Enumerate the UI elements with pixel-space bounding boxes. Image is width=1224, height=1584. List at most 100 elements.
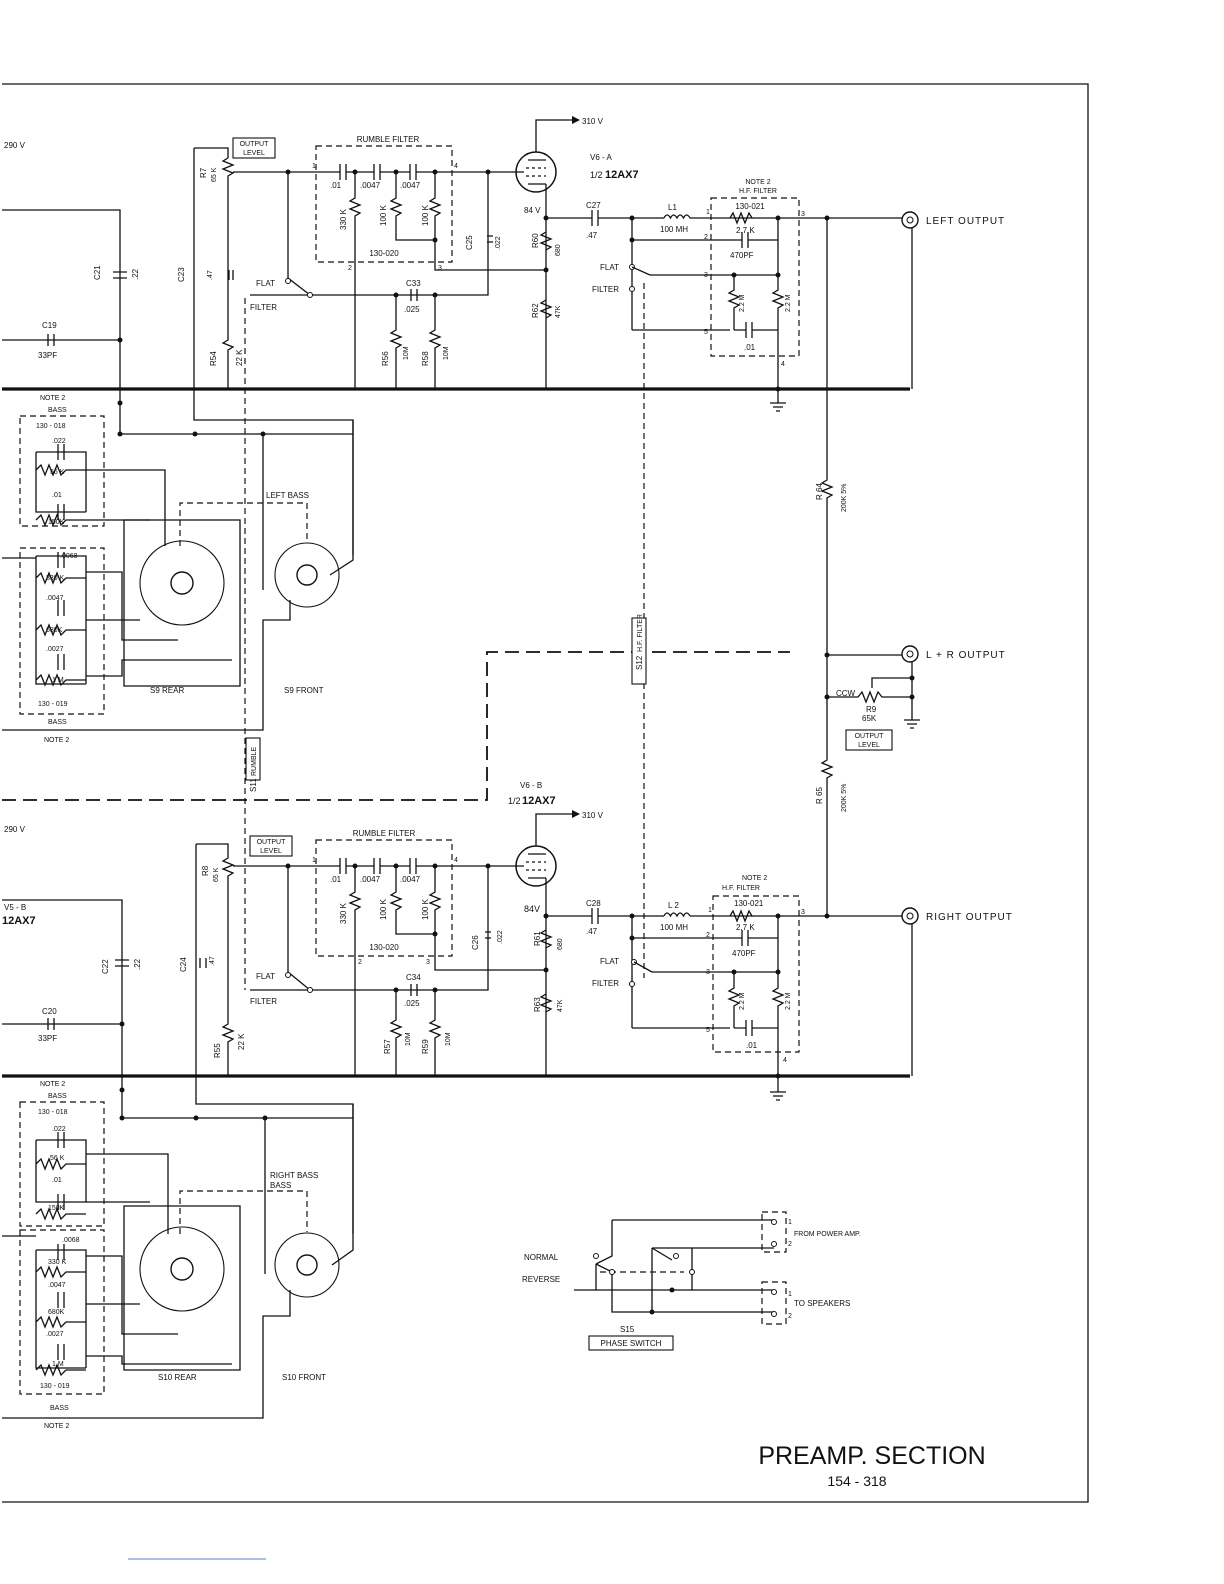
r57-r59-resistors bbox=[389, 990, 442, 1076]
svg-text:100 K: 100 K bbox=[421, 898, 430, 920]
svg-text:3: 3 bbox=[706, 969, 710, 976]
svg-text:FILTER: FILTER bbox=[250, 303, 277, 312]
svg-text:OUTPUT: OUTPUT bbox=[855, 733, 885, 740]
svg-text:56 K: 56 K bbox=[50, 1155, 65, 1162]
svg-text:310 V: 310 V bbox=[582, 811, 604, 820]
svg-text:.01: .01 bbox=[330, 875, 342, 884]
svg-text:2.2 M: 2.2 M bbox=[785, 294, 792, 312]
from-power-amp-label: FROM POWER AMP. bbox=[794, 1231, 861, 1238]
c25-capacitor bbox=[487, 235, 493, 243]
svg-text:12AX7: 12AX7 bbox=[522, 795, 556, 807]
hf-2m-resistors-right bbox=[652, 916, 785, 1076]
svg-text:1/2: 1/2 bbox=[508, 796, 521, 806]
right-output-level-box bbox=[249, 835, 293, 857]
svg-text:130-021: 130-021 bbox=[735, 202, 765, 211]
svg-text:5: 5 bbox=[704, 329, 708, 336]
s10-rear-label: S10 REAR bbox=[158, 1373, 197, 1382]
ganged-link-path bbox=[2, 651, 790, 801]
mix-section: R 64 200K 5% R 65 200K 5% L + R OUTPUT C… bbox=[815, 218, 1006, 914]
svg-text:470PF: 470PF bbox=[730, 251, 754, 260]
c19-capacitor bbox=[47, 334, 55, 346]
svg-text:.0047: .0047 bbox=[46, 595, 64, 602]
s9-front-label: S9 FRONT bbox=[284, 686, 324, 695]
svg-text:10M: 10M bbox=[405, 1032, 412, 1046]
svg-text:150K: 150K bbox=[48, 1205, 65, 1212]
c19-label: C19 bbox=[42, 321, 57, 330]
svg-text:BASS: BASS bbox=[50, 1405, 69, 1412]
svg-text:4: 4 bbox=[454, 163, 458, 170]
svg-text:680: 680 bbox=[555, 244, 562, 256]
left-rumble-filter-block bbox=[315, 145, 453, 263]
l1-inductor bbox=[663, 214, 691, 220]
svg-text:S15: S15 bbox=[620, 1325, 635, 1334]
svg-text:310 V: 310 V bbox=[582, 117, 604, 126]
s9-rear-wafer-icon bbox=[139, 540, 225, 626]
svg-text:BASS: BASS bbox=[48, 407, 67, 414]
svg-text:V5 - B: V5 - B bbox=[4, 903, 26, 912]
left-rumble-filter-label: RUMBLE FILTER bbox=[357, 135, 420, 144]
c26-capacitor bbox=[485, 931, 491, 939]
sheet-border bbox=[2, 83, 1089, 1503]
svg-text:84 V: 84 V bbox=[524, 206, 541, 215]
svg-text:33PF: 33PF bbox=[38, 1034, 57, 1043]
svg-text:1: 1 bbox=[312, 857, 316, 864]
svg-text:1 M: 1 M bbox=[52, 1361, 64, 1368]
s9-rear-label: S9 REAR bbox=[150, 686, 184, 695]
svg-text:V6 - B: V6 - B bbox=[520, 781, 542, 790]
svg-text:C28: C28 bbox=[586, 899, 601, 908]
svg-text:R63: R63 bbox=[533, 997, 542, 1012]
svg-text:.0068: .0068 bbox=[60, 553, 78, 560]
svg-text:1: 1 bbox=[788, 1219, 792, 1226]
svg-text:S11: S11 bbox=[249, 778, 258, 792]
normal-position-label: NORMAL bbox=[524, 1253, 559, 1262]
svg-text:BASS: BASS bbox=[48, 719, 67, 726]
svg-text:1: 1 bbox=[312, 163, 316, 170]
svg-text:R57: R57 bbox=[383, 1039, 392, 1054]
svg-text:R61: R61 bbox=[533, 931, 542, 946]
left-bass-block-018 bbox=[19, 415, 105, 527]
svg-text:.0047: .0047 bbox=[400, 181, 421, 190]
svg-text:2.2 M: 2.2 M bbox=[739, 992, 746, 1010]
svg-text:2.2 M: 2.2 M bbox=[739, 294, 746, 312]
right-hf-filter-block bbox=[712, 895, 800, 1053]
svg-text:R62: R62 bbox=[531, 303, 540, 318]
s10-front-wafer-icon bbox=[274, 1232, 340, 1298]
lr-output-label: L + R OUTPUT bbox=[926, 650, 1006, 661]
hf-2m-resistors-left bbox=[650, 218, 785, 389]
svg-text:C33: C33 bbox=[406, 279, 421, 288]
svg-text:R54: R54 bbox=[209, 351, 218, 366]
svg-text:FLAT: FLAT bbox=[256, 279, 275, 288]
svg-text:10M: 10M bbox=[403, 346, 410, 360]
hf-resistor-left bbox=[729, 211, 753, 225]
svg-text:R8: R8 bbox=[201, 865, 210, 876]
c28-l2-wiring bbox=[546, 908, 912, 924]
svg-text:200K 5%: 200K 5% bbox=[841, 784, 848, 812]
svg-text:L1: L1 bbox=[668, 203, 677, 212]
phase-switch-label-box bbox=[588, 1335, 674, 1351]
svg-text:C26: C26 bbox=[471, 935, 480, 950]
hf-wiring-left bbox=[631, 218, 778, 331]
svg-text:NOTE 2: NOTE 2 bbox=[742, 875, 767, 882]
svg-text:R55: R55 bbox=[213, 1043, 222, 1058]
svg-text:.01: .01 bbox=[330, 181, 342, 190]
r9-pot-wiring bbox=[827, 654, 920, 729]
svg-text:R9: R9 bbox=[866, 705, 877, 714]
svg-text:130 - 019: 130 - 019 bbox=[40, 1383, 70, 1390]
svg-text:.025: .025 bbox=[404, 999, 420, 1008]
svg-text:.0027: .0027 bbox=[46, 1331, 64, 1338]
svg-text:1/2: 1/2 bbox=[590, 170, 603, 180]
r56-r58-resistors bbox=[389, 295, 442, 389]
svg-text:H.F. FILTER: H.F. FILTER bbox=[722, 885, 760, 892]
svg-text:12AX7: 12AX7 bbox=[2, 915, 36, 927]
s10-shaft-link bbox=[179, 1190, 308, 1234]
c22-capacitor bbox=[115, 959, 129, 967]
svg-text:22 K: 22 K bbox=[235, 349, 244, 366]
svg-text:65 K: 65 K bbox=[213, 867, 220, 882]
phase-switch-section: 1 2 1 2 FROM POWER AMP. TO SPEAKERS NORM… bbox=[522, 1211, 861, 1351]
svg-text:R 65: R 65 bbox=[815, 787, 824, 804]
svg-text:84V: 84V bbox=[524, 904, 540, 914]
svg-text:R60: R60 bbox=[531, 233, 540, 248]
svg-text:.022: .022 bbox=[52, 1126, 66, 1133]
svg-text:L 2: L 2 bbox=[668, 901, 679, 910]
from-power-amp-connector bbox=[761, 1211, 787, 1253]
